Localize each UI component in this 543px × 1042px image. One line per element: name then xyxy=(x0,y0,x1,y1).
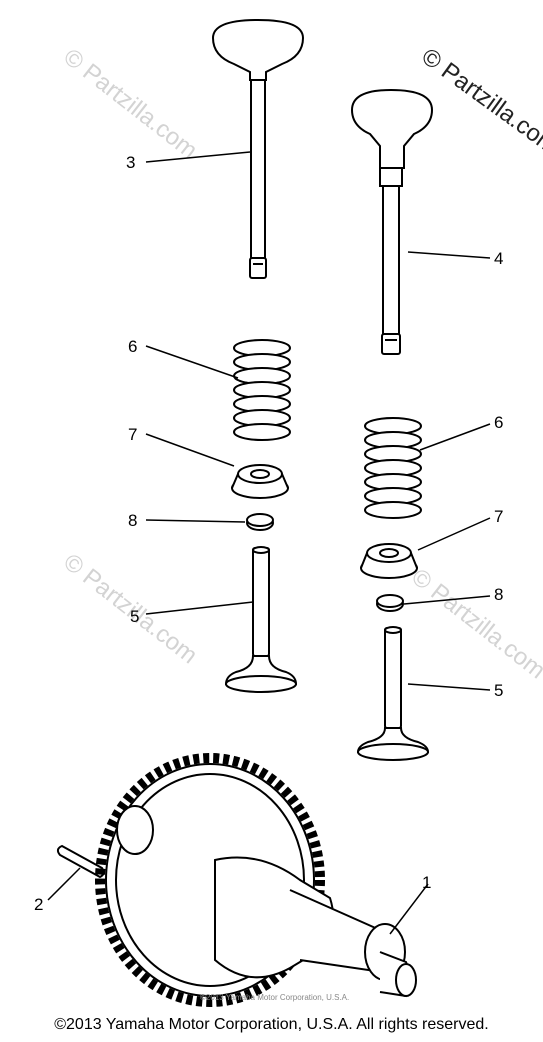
callout-5-left: 5 xyxy=(130,607,139,626)
watermark-group: © Partzilla.com © Partzilla.com © Partzi… xyxy=(58,43,543,684)
watermark-top-right: © Partzilla.com xyxy=(416,43,543,160)
leader-lines xyxy=(47,151,491,935)
keeper-left xyxy=(246,513,274,531)
copyright-footer: ©2013 Yamaha Motor Corporation, U.S.A. A… xyxy=(54,1016,489,1033)
valve-5-right xyxy=(356,626,430,761)
callout-6-left: 6 xyxy=(128,337,137,356)
inner-copyright: ©2013 Yamaha Motor Corporation, U.S.A. xyxy=(200,993,349,1002)
keeper-right xyxy=(376,594,404,612)
callout-4: 4 xyxy=(494,249,503,268)
callout-8-right: 8 xyxy=(494,585,503,604)
valve-4 xyxy=(350,88,434,355)
spring-left xyxy=(233,339,291,441)
watermark-3: © Partzilla.com xyxy=(406,563,543,684)
camshaft-gear xyxy=(95,753,417,1007)
callout-7-left: 7 xyxy=(128,425,137,444)
callout-8-left: 8 xyxy=(128,511,137,530)
callout-7-right: 7 xyxy=(494,507,503,526)
callout-3: 3 xyxy=(126,153,135,172)
callout-5-right: 5 xyxy=(494,681,503,700)
valve-3 xyxy=(211,18,305,279)
spring-right xyxy=(364,417,422,519)
retainer-left xyxy=(231,464,289,499)
retainer-right xyxy=(360,543,418,579)
watermark-1: © Partzilla.com xyxy=(58,43,202,164)
callout-1: 1 xyxy=(422,873,431,892)
callout-labels: 3 4 6 7 8 5 6 7 8 5 2 1 xyxy=(34,153,503,914)
callout-2: 2 xyxy=(34,895,43,914)
callout-6-right: 6 xyxy=(494,413,503,432)
valve-5-left xyxy=(224,546,298,693)
